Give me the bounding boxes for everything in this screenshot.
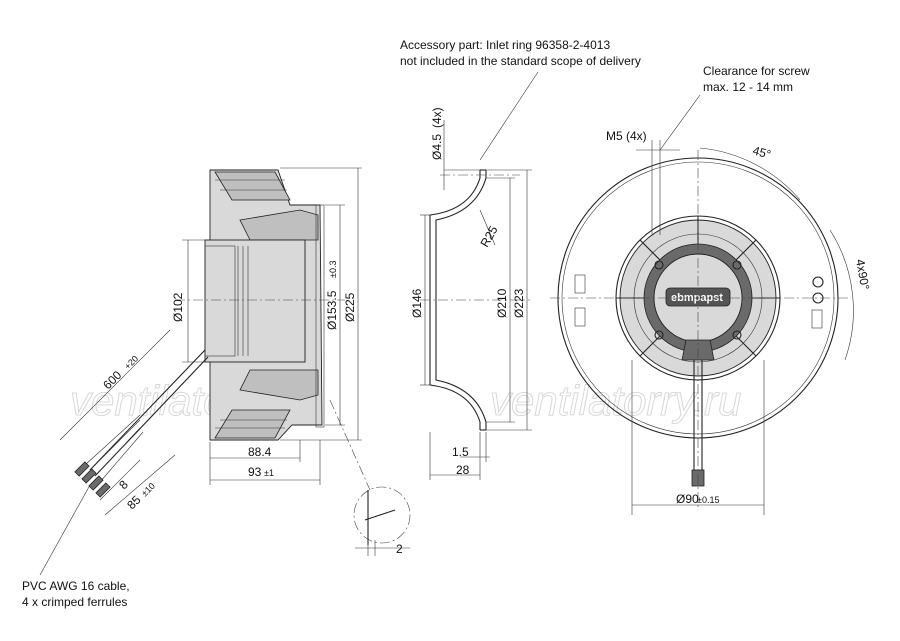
cable-note-line2: 4 x crimped ferrules <box>22 595 127 609</box>
dim-4x90: 4x90° <box>853 258 872 291</box>
clearance-note-line1: Clearance for screw <box>703 64 810 78</box>
dim-93: 93 <box>248 465 262 479</box>
dim-8: 8 <box>116 477 131 492</box>
watermark-right: ventilatorry.ru <box>490 377 741 424</box>
dim-225: Ø225 <box>343 292 357 322</box>
dim-90: Ø90 <box>676 492 699 506</box>
dim-85: 85 <box>124 493 144 513</box>
dim-90-tol: ±0.15 <box>697 495 719 505</box>
accessory-note-line1: Accessory part: Inlet ring 96358-2-4013 <box>400 38 610 52</box>
dim-1-5: 1.5 <box>452 445 469 459</box>
dim-153: Ø153.5 <box>325 290 339 330</box>
fan-front-view: ebmpapst M5 (4x) 45° 4x90° Ø90 ±0.15 Cle… <box>550 64 872 515</box>
dim-88-4: 88.4 <box>248 445 272 459</box>
fan-side-view: Ø102 Ø153.5 ±0.3 Ø225 88.4 93 ±1 600 +20… <box>22 167 411 609</box>
dim-102: Ø102 <box>171 292 185 322</box>
clearance-note-line2: max. 12 - 14 mm <box>703 80 793 94</box>
accessory-note-line2: not included in the standard scope of de… <box>400 54 641 68</box>
dim-210: Ø210 <box>495 288 509 318</box>
dim-2: 2 <box>396 542 403 556</box>
dim-93-tol: ±1 <box>264 468 274 478</box>
cable-note-line1: PVC AWG 16 cable, <box>22 579 130 593</box>
inlet-ring-view: Ø4.5 (4x) R25 Ø146 Ø210 Ø223 1.5 28 Acce… <box>400 38 641 480</box>
dim-153-tol: ±0.3 <box>328 261 338 278</box>
dim-4-5: Ø4.5 <box>430 134 444 160</box>
dim-28: 28 <box>456 463 470 477</box>
dim-146: Ø146 <box>410 288 424 318</box>
dim-m5: M5 (4x) <box>606 129 647 143</box>
dim-angle-45: 45° <box>751 143 772 161</box>
dim-223: Ø223 <box>512 288 526 318</box>
dim-4-5-count: (4x) <box>430 107 444 128</box>
dim-600-tol: +20 <box>122 354 140 372</box>
dim-r25: R25 <box>477 223 500 249</box>
